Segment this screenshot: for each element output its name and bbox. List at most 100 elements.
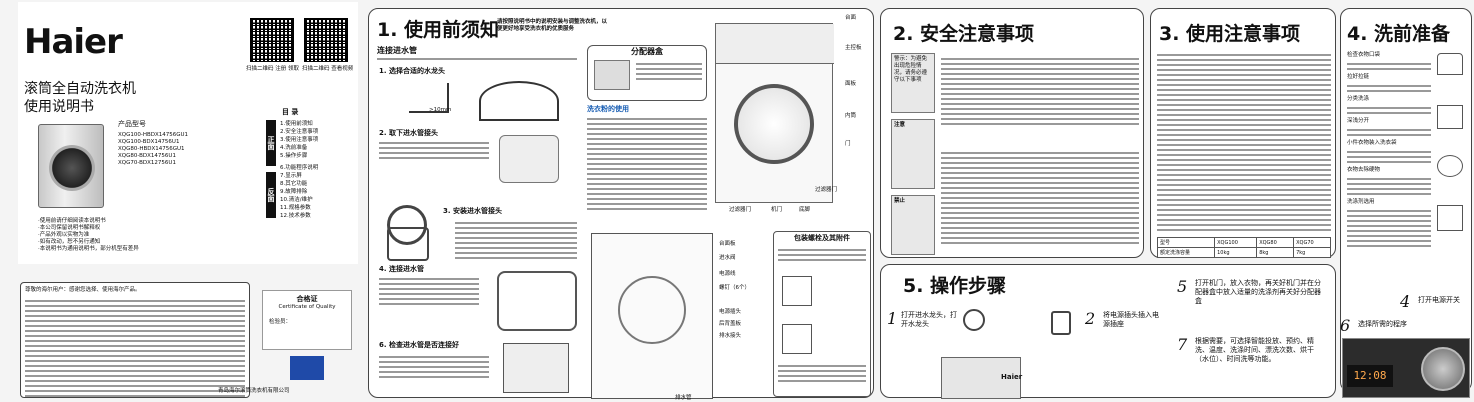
section3-title: 3. 使用注意事项 bbox=[1159, 23, 1301, 45]
warning-box-2: 注意 bbox=[891, 119, 935, 189]
bolt-drawing-1 bbox=[782, 276, 812, 306]
warning-text-1: 警示：为避免出现危险情况，请务必遵守以下事项 bbox=[894, 56, 928, 83]
section3-text-1 bbox=[1157, 51, 1331, 234]
toc-list: 1.使用前须知 2.安全注意事项 3.使用注意事项 4.洗前准备 5.操作步骤 … bbox=[280, 120, 360, 220]
section5-title: 5. 操作步骤 bbox=[903, 275, 1007, 297]
back-panel-circle bbox=[618, 276, 686, 344]
toc-item: 8.其它功能 bbox=[280, 181, 308, 187]
back-label-6: 后背盖板 bbox=[719, 321, 742, 327]
qr-code-2 bbox=[304, 18, 348, 62]
step6-number: 6 bbox=[1340, 316, 1351, 335]
display-screen: 12:08 bbox=[1347, 365, 1393, 387]
part-label-board: 主控板 bbox=[845, 45, 862, 51]
warning-text-2: 注意 bbox=[894, 122, 906, 128]
list-item: 小件衣物装入洗衣袋 bbox=[1347, 140, 1397, 146]
table-cell: 8kg bbox=[1256, 247, 1295, 258]
back-label-4: 螺钉（6个） bbox=[719, 285, 750, 291]
prep-text bbox=[1347, 210, 1431, 247]
section4-panel: 4. 洗前准备 检查衣物口袋 拉好拉链 分类洗涤 深浅分开 小件衣物装入洗衣袋 … bbox=[1340, 8, 1472, 392]
model-item: XQG100-HBDX14756GU1 bbox=[118, 132, 189, 138]
back-label-2: 进水阀 bbox=[719, 255, 736, 261]
step5-number: 5 bbox=[1177, 277, 1188, 296]
package-bolts-box: 包装螺栓及其附件 bbox=[773, 231, 871, 397]
warning-text-3: 禁止 bbox=[894, 198, 906, 204]
step6-heading: 6. 检查进水管是否连接好 bbox=[379, 341, 459, 349]
customer-letter: 尊敬的海尔用户：感谢您选择、使用海尔产品。 bbox=[25, 287, 141, 293]
step3-text bbox=[455, 219, 577, 262]
table-cell: 10kg bbox=[1214, 247, 1258, 258]
clothes-icon-4 bbox=[1437, 205, 1463, 231]
toc-item: 9.故障排除 bbox=[280, 189, 308, 195]
part-label-machine-door: 机门 bbox=[771, 207, 783, 213]
toc-item: 12.技术参数 bbox=[280, 213, 311, 219]
program-knob bbox=[1421, 347, 1465, 391]
hose-drawing bbox=[479, 81, 559, 121]
warning-box-1: 警示：为避免出现危险情况，请务必遵守以下事项 bbox=[891, 53, 935, 113]
part-label-filter-door: 过滤器门 bbox=[729, 207, 752, 213]
table-cell: XQG80 bbox=[1256, 237, 1295, 248]
washer-top bbox=[716, 24, 834, 64]
cert-title: 合格证 bbox=[296, 295, 318, 303]
back-label-7: 排水接头 bbox=[719, 333, 742, 339]
bolt-drawing-2 bbox=[782, 324, 812, 354]
toc-item: 3.使用注意事项 bbox=[280, 137, 319, 143]
drawer-drawing bbox=[594, 60, 630, 90]
cert-inspector: 检验员： bbox=[269, 319, 292, 325]
faucet-icon bbox=[963, 309, 985, 331]
cover-note: ·如有改动，恕不另行通知 bbox=[38, 239, 101, 245]
section2-title: 2. 安全注意事项 bbox=[893, 23, 1035, 45]
qr-code-1 bbox=[250, 18, 294, 62]
model-heading: 产品型号 bbox=[118, 120, 146, 128]
connector-top-drawing bbox=[387, 205, 427, 245]
qr-caption-1: 扫描二维码 注册 领取 bbox=[246, 66, 299, 72]
step5-text: 打开机门，放入衣物，再关好机门并在分配器盒中放入适量的洗涤剂再关好分配器盒 bbox=[1195, 279, 1321, 305]
spec-table: 型号 XQG100 XQG80 XQG70 额定洗涤容量 10kg 8kg 7k… bbox=[1156, 237, 1331, 258]
cert-subtitle: Certificate of Quality bbox=[278, 304, 336, 310]
faucet-drawing bbox=[409, 83, 449, 113]
step6-text bbox=[379, 353, 489, 381]
package-heading: 包装螺栓及其附件 bbox=[794, 234, 850, 242]
back-label-1: 台面板 bbox=[719, 241, 736, 247]
part-label-top: 台面 bbox=[845, 15, 857, 21]
connector-drawing bbox=[499, 135, 559, 183]
step2-number: 2 bbox=[1085, 309, 1096, 328]
table-cell: XQG100 bbox=[1214, 237, 1258, 248]
step1-text: 打开进水龙头，打开水龙头 bbox=[901, 311, 957, 328]
hose-connect-drawing bbox=[497, 271, 577, 331]
step6-text: 选择所需的程序 bbox=[1358, 320, 1407, 328]
clothes-icon-1 bbox=[1437, 53, 1463, 75]
washer-door bbox=[49, 145, 95, 191]
washer-image bbox=[38, 124, 104, 208]
toc-heading: 目 录 bbox=[282, 108, 299, 116]
part-label-panel: 面板 bbox=[845, 81, 857, 87]
control-panel-photo: 12:08 bbox=[1342, 338, 1470, 398]
clothes-icon-3 bbox=[1437, 155, 1463, 177]
brand-badge bbox=[290, 356, 324, 380]
company-name: 青岛海尔滚筒洗衣机有限公司 bbox=[218, 388, 290, 394]
cover-panel: Haier 滚筒全自动洗衣机 使用说明书 扫描二维码 注册 领取 扫描二维码 查… bbox=[18, 2, 358, 264]
cover-note: ·产品外观以实物为准 bbox=[38, 232, 90, 238]
toc-side-front: 正面 bbox=[266, 120, 276, 166]
detergent-heading: 分配器盒 bbox=[631, 47, 663, 56]
step4-number: 4 bbox=[1400, 292, 1411, 311]
prep-text bbox=[1347, 107, 1431, 114]
table-cell: 型号 bbox=[1156, 237, 1216, 248]
detergent-usage-text bbox=[587, 115, 707, 213]
list-item: 检查衣物口袋 bbox=[1347, 52, 1381, 58]
detergent-box-frame: 分配器盒 bbox=[587, 45, 707, 101]
back-label-8: 排水管 bbox=[675, 395, 692, 401]
cover-note: ·使用前请仔细阅读本说明书 bbox=[38, 218, 106, 224]
washer-control-drawing bbox=[941, 357, 1021, 399]
step4-text bbox=[379, 275, 479, 308]
cover-title-1: 滚筒全自动洗衣机 bbox=[24, 81, 136, 97]
step4-text: 打开电源开关 bbox=[1418, 296, 1460, 304]
list-item: 拉好拉链 bbox=[1347, 74, 1370, 80]
toc-item: 7.显示屏 bbox=[280, 173, 302, 179]
model-item: XQG100-BDX14756U1 bbox=[118, 139, 180, 145]
step7-number: 7 bbox=[1177, 335, 1188, 354]
list-item: 衣物去除硬物 bbox=[1347, 167, 1381, 173]
step7-text: 根据需要，可选择智能投放、预约、精洗、温度、洗涤时间、漂洗次数、烘干（水位）、时… bbox=[1195, 337, 1314, 363]
section3-panel: 3. 使用注意事项 型号 XQG100 XQG80 XQG70 额定洗涤容量 1… bbox=[1150, 8, 1336, 258]
back-label-5: 电源插头 bbox=[719, 309, 742, 315]
step3-heading: 3. 安装进水管接头 bbox=[443, 207, 502, 215]
